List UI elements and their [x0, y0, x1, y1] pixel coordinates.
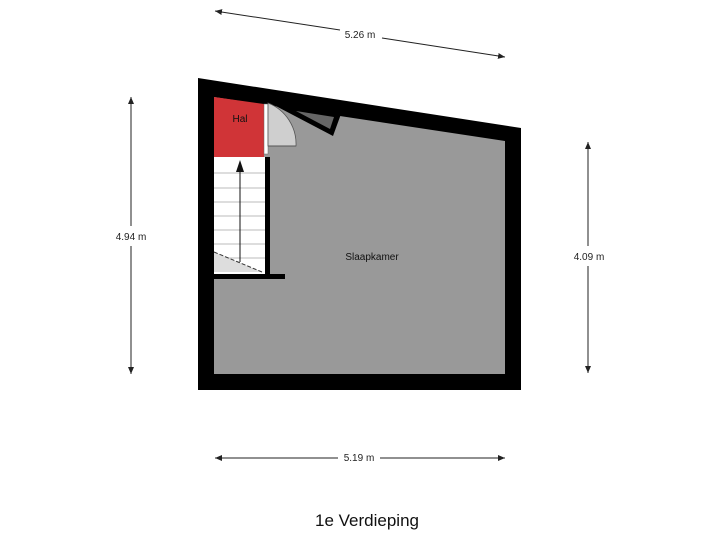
hal-room: [214, 97, 264, 157]
dim-bottom-label: 5.19 m: [344, 453, 375, 464]
door-swing-arc: [267, 102, 297, 147]
slaapkamer-floor: [214, 97, 505, 374]
dim-right-label: 4.09 m: [574, 252, 605, 263]
dim-line-top-b: [381, 37, 506, 59]
dim-line-top-a: [214, 9, 341, 31]
slaapkamer-label: Slaapkamer: [345, 252, 399, 263]
floor-title: 1e Verdieping: [315, 511, 419, 530]
hal-partition-wall: [263, 103, 269, 155]
hal-label: Hal: [232, 114, 247, 125]
stair-arrowhead-icon: [236, 160, 244, 172]
stair-bottom-wall: [214, 274, 285, 279]
shaft-inner: [296, 111, 334, 129]
dim-top-label: 5.26 m: [345, 30, 376, 41]
stair-side-wall: [265, 157, 270, 277]
shaft-block: [272, 104, 341, 136]
stair-cut-line: [213, 251, 263, 273]
dim-left-label: 4.94 m: [116, 232, 147, 243]
